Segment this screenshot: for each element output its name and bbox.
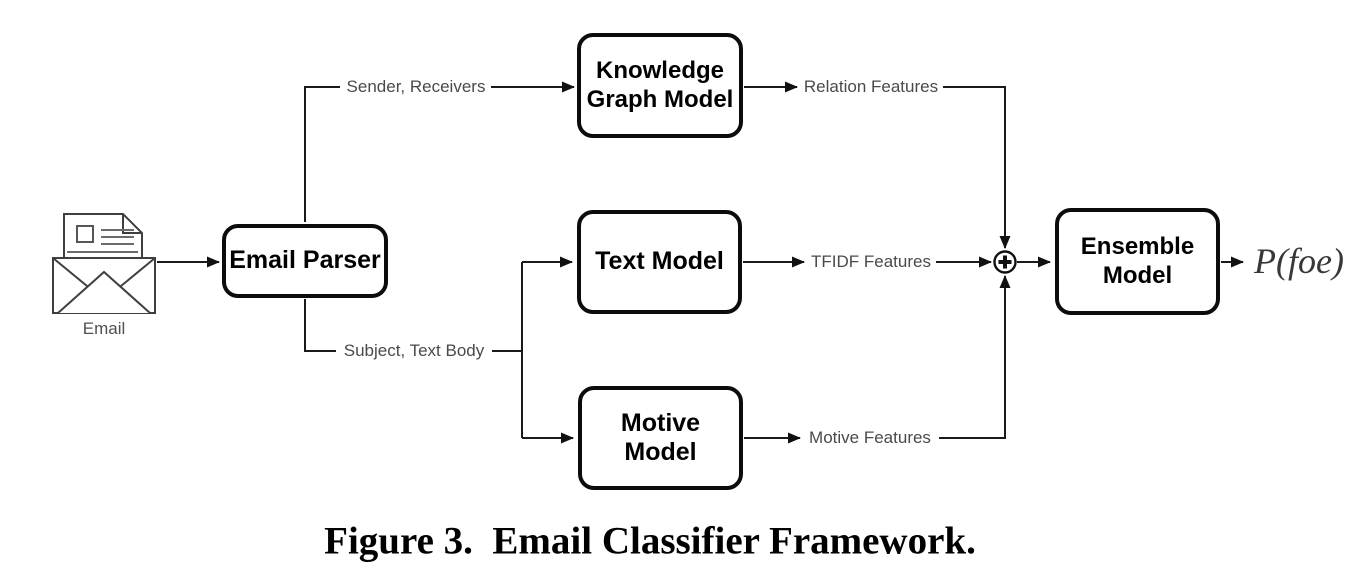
node-email-parser: Email Parser xyxy=(222,224,388,298)
email-icon-label: Email xyxy=(82,319,126,338)
edge-label-sender-receivers: Sender, Receivers xyxy=(346,77,486,96)
node-email-parser-label: Email Parser xyxy=(229,246,381,275)
envelope-bottom-flap xyxy=(57,270,151,314)
sum-junction-icon xyxy=(993,250,1017,274)
letter-dogear-fold xyxy=(122,214,142,234)
letter-image-placeholder xyxy=(76,225,94,243)
node-ensemble-model-label: Ensemble Model xyxy=(1080,233,1195,289)
edge-label-relation-features: Relation Features xyxy=(803,77,939,96)
letter-text-lines xyxy=(67,229,138,253)
output-probability-label: P(foe) xyxy=(1254,241,1344,281)
edge-label-subject-text-body: Subject, Text Body xyxy=(343,341,485,360)
node-ensemble-model: Ensemble Model xyxy=(1055,208,1220,315)
plus-icon xyxy=(998,255,1012,269)
connector-relation-to-sum xyxy=(943,86,1011,249)
node-knowledge-graph-model-label: Knowledge Graph Model xyxy=(586,57,734,113)
connector-parser-down xyxy=(304,299,336,352)
node-knowledge-graph-model: Knowledge Graph Model xyxy=(577,33,743,138)
node-text-model: Text Model xyxy=(577,210,742,314)
edge-label-tfidf-features: TFIDF Features xyxy=(811,252,931,271)
connector-motive-to-sum xyxy=(939,275,1011,439)
email-envelope-icon xyxy=(52,213,156,314)
node-text-model-label: Text Model xyxy=(595,247,724,276)
node-motive-model: Motive Model xyxy=(578,386,743,490)
edge-label-motive-features: Motive Features xyxy=(809,428,931,447)
connector-parser-up xyxy=(304,86,340,222)
figure-caption: Figure 3. Email Classifier Framework. xyxy=(324,519,976,563)
node-motive-model-label: Motive Model xyxy=(620,408,701,467)
